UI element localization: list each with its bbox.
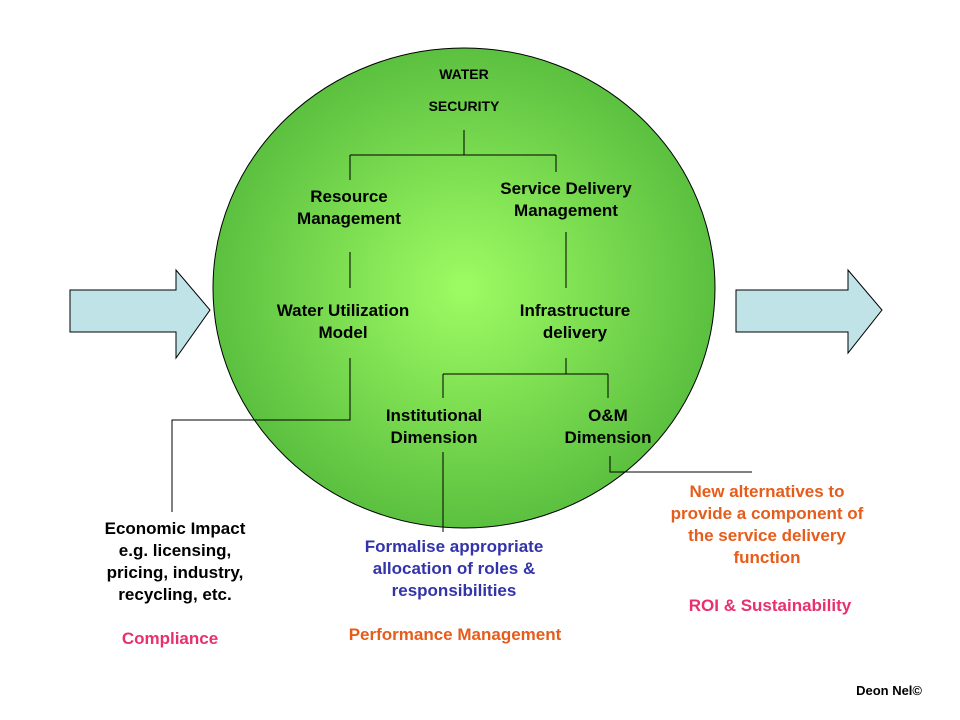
credit-text: Deon Nel©	[856, 683, 922, 698]
connector-lines	[171, 130, 752, 532]
connector-om-to-alternatives	[609, 456, 752, 473]
water-security-circle	[212, 47, 716, 529]
node-resource-management: Resource Management	[297, 187, 401, 229]
node-infrastructure: Infrastructure delivery	[519, 301, 631, 343]
node-water-utilization: Water Utilization Model	[276, 301, 410, 343]
outcome-new-alternatives: New alternatives to provide a component …	[670, 482, 864, 568]
outcome-formalise: Formalise appropriate allocation of role…	[364, 537, 544, 601]
node-om-dimension: O&M Dimension	[564, 406, 652, 448]
node-institutional: Institutional Dimension	[385, 406, 483, 448]
right-output-arrow	[735, 268, 883, 355]
outcome-compliance: Compliance	[121, 629, 219, 648]
node-service-delivery: Service Delivery Management	[500, 179, 632, 221]
outcome-performance: Performance Management	[348, 625, 562, 644]
outcome-economic-impact: Economic Impact e.g. licensing, pricing,…	[104, 519, 246, 605]
left-input-arrow	[69, 268, 211, 360]
node-water-security: WATER SECURITY	[428, 66, 500, 115]
outcome-roi: ROI & Sustainability	[688, 596, 852, 615]
connector-wum-to-economic	[171, 358, 351, 512]
